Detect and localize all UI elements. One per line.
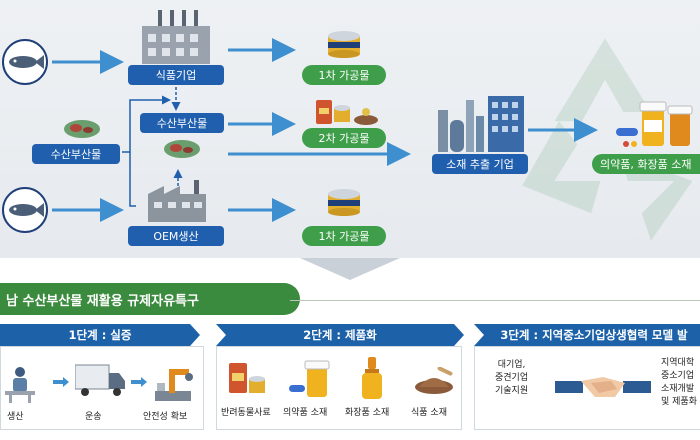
pill-bottle-icon — [616, 101, 693, 147]
stage-3-title: 3단계 : 지역중소기업상생협력 모델 발 — [500, 328, 688, 342]
chevron-down-icon — [300, 258, 400, 280]
fish-offal-icon — [164, 140, 200, 158]
stage-3-left-text: 대기업, 중견기업 기술지원 — [495, 360, 529, 396]
byproduct-left-label: 수산부산물 — [32, 144, 120, 164]
arrow-right-icon — [131, 377, 147, 387]
worker-icon — [5, 367, 35, 403]
bracket-connector-top — [122, 95, 171, 153]
stage-1-item-3: 안전성 확보 — [143, 412, 188, 422]
can-icon — [328, 31, 360, 58]
factory-icon — [148, 180, 206, 222]
stage-1-item-1: 생산 — [7, 412, 24, 422]
arrow-right-icon — [53, 377, 69, 387]
primary-processed-label-2: 1차 가공물 — [302, 226, 386, 246]
robot-arm-icon — [155, 369, 193, 401]
stage-3-right-text: 지역대학 중소기업 소재개발 및 제품화 — [661, 358, 697, 407]
stage-1-item-2: 운송 — [85, 412, 102, 422]
secondary-processed-label: 2차 가공물 — [302, 128, 386, 148]
stage-2-header: 2단계 : 제품화 — [216, 324, 464, 346]
primary-processed-label-1: 1차 가공물 — [302, 65, 386, 85]
banner-divider — [290, 300, 700, 301]
stage-2-item-2: 의약품 소재 — [283, 408, 328, 418]
stage-3-header: 3단계 : 지역중소기업상생협력 모델 발 — [474, 324, 700, 346]
truck-icon — [75, 364, 125, 396]
powder-icon — [415, 367, 453, 394]
oem-label: OEM생산 — [128, 226, 224, 246]
pet-food-icon — [229, 363, 265, 393]
flow-diagram-panel: 식품기업 수산부산물 OEM생산 수산부산물 소재 추출 기업 1차 가공물 2… — [0, 0, 700, 258]
recycle-icon — [522, 38, 693, 241]
pill-bottle-icon — [289, 360, 330, 397]
stage-1-header: 1단계 : 실증 — [0, 324, 200, 346]
stage-2-box: 반려동물사료 의약품 소재 화장품 소재 식품 소재 — [216, 346, 462, 430]
fish-offal-icon — [64, 120, 100, 138]
flow-arrows — [52, 38, 598, 222]
stage-2-title: 2단계 : 제품화 — [303, 328, 377, 342]
stage-2-item-4: 식품 소재 — [411, 408, 447, 418]
pet-food-icon — [316, 100, 378, 125]
final-product-label: 의약품, 화장품 소재 — [592, 154, 700, 174]
byproduct-mid-label: 수산부산물 — [140, 113, 224, 133]
factory-icon — [142, 10, 210, 64]
extraction-plant-icon — [438, 96, 524, 152]
can-icon — [328, 189, 360, 216]
stage-1-title: 1단계 : 실증 — [68, 328, 132, 342]
bracket-connector-bottom — [129, 152, 136, 207]
stage-2-item-3: 화장품 소재 — [345, 408, 390, 418]
stage-1-box: 생산 운송 안전성 확보 — [0, 346, 204, 430]
dropper-bottle-icon — [362, 357, 382, 399]
food-company-label: 식품기업 — [128, 65, 224, 85]
zone-banner: 남 수산부산물 재활용 규제자유특구 — [0, 283, 300, 315]
tuna-fish-icon — [2, 187, 48, 233]
stage-3-box: 대기업, 중견기업 기술지원 지역대학 중소기업 소재개발 및 제품화 — [474, 346, 700, 430]
stage-2-item-1: 반려동물사료 — [221, 408, 271, 418]
extraction-company-label: 소재 추출 기업 — [432, 154, 528, 174]
handshake-icon — [555, 377, 651, 397]
tuna-fish-icon — [2, 39, 48, 85]
banner-title: 남 수산부산물 재활용 규제자유특구 — [6, 293, 199, 309]
